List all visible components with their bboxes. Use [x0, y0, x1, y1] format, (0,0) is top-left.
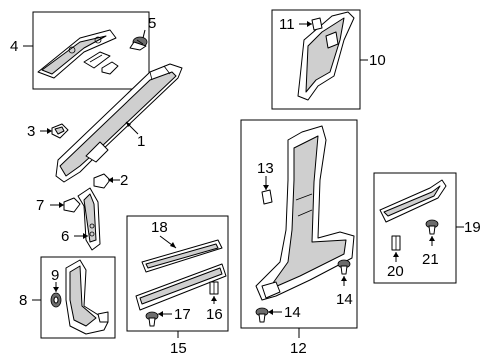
callout-11: 11 [279, 16, 295, 33]
part-12-b-pillar-trim [255, 125, 355, 301]
part-4-bracket [37, 29, 117, 79]
part-16-clip [209, 281, 219, 295]
callout-19: 19 [464, 219, 481, 236]
callout-18: 18 [151, 219, 168, 236]
part-4-clip-a [83, 51, 111, 69]
part-20-clip [391, 235, 401, 251]
part-1-pillar-trim [55, 63, 183, 183]
callout-8: 8 [19, 292, 27, 309]
part-19-scuff-plate [379, 179, 447, 223]
callout-16: 16 [206, 306, 223, 323]
callout-13: 13 [257, 160, 274, 177]
part-8-kick-panel [65, 259, 109, 335]
part-7-clip [63, 197, 81, 213]
part-9-fastener [50, 292, 62, 308]
part-18-sill-strip [141, 239, 223, 273]
callout-14-upper: 14 [336, 291, 353, 308]
leader-5 [142, 29, 146, 39]
callout-12: 12 [290, 340, 307, 357]
part-2-clip [93, 173, 111, 189]
callout-2: 2 [120, 172, 128, 189]
group-box-19 [373, 172, 457, 284]
callout-7: 7 [36, 197, 44, 214]
part-4-clip-b [101, 61, 119, 75]
callout-3: 3 [27, 123, 35, 140]
part-10-upper-pillar [297, 11, 355, 101]
part-5-screw [129, 36, 148, 51]
callout-21: 21 [422, 251, 439, 268]
callout-9: 9 [51, 267, 59, 284]
part-17-push-pin [145, 311, 159, 327]
part-11-clip [311, 17, 323, 31]
part-21-push-pin [425, 219, 439, 235]
callout-15: 15 [170, 340, 187, 357]
part-14-push-pin-b [255, 307, 269, 323]
callout-10: 10 [369, 52, 386, 69]
part-6-lower-trim [77, 187, 101, 251]
group-box-8 [40, 256, 116, 339]
callout-14-lower: 14 [284, 304, 301, 321]
part-13-clip [261, 189, 273, 205]
part-15-sill-plate [135, 263, 227, 311]
callout-4: 4 [10, 38, 18, 55]
group-box-4 [32, 11, 150, 90]
callout-6: 6 [61, 228, 69, 245]
callout-17: 17 [174, 306, 191, 323]
callout-5: 5 [148, 15, 156, 32]
callout-1: 1 [137, 133, 145, 150]
callout-20: 20 [387, 263, 404, 280]
part-14-push-pin-a [337, 259, 351, 275]
part-3-clip [51, 123, 69, 139]
